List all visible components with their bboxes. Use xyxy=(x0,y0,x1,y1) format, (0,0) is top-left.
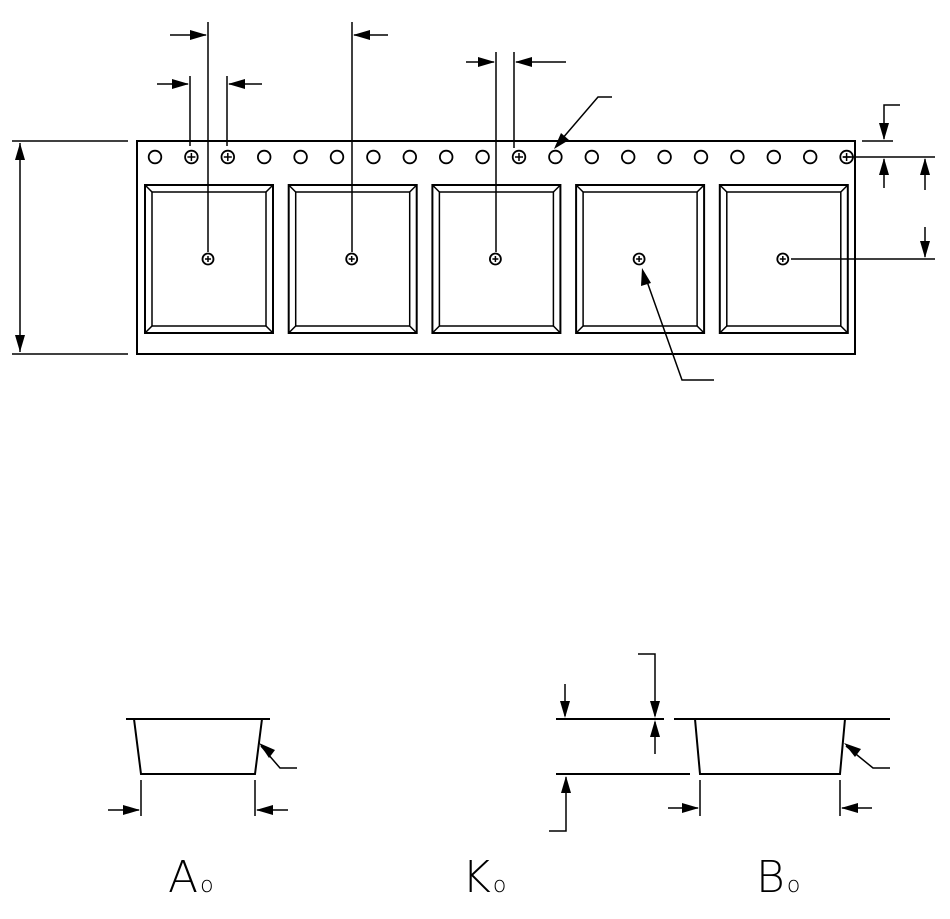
tape-width-dimension xyxy=(12,140,128,355)
sprocket-hole xyxy=(147,149,163,165)
sprocket-hole xyxy=(584,149,600,165)
sprocket-hole-leader xyxy=(554,96,612,149)
sprocket-hole xyxy=(184,149,199,165)
sprocket-hole xyxy=(766,149,782,165)
label-a0-main: A xyxy=(168,852,199,903)
label-k0-main: K xyxy=(462,852,491,903)
sprocket-hole xyxy=(657,149,672,165)
sprocket-hole xyxy=(475,149,490,165)
sprocket-hole xyxy=(402,149,418,165)
label-b0-sub: o xyxy=(786,873,801,898)
label-k0: Ko xyxy=(462,856,506,900)
sprocket-hole xyxy=(329,149,345,165)
right-side-dimensions xyxy=(791,104,935,260)
sprocket-hole xyxy=(439,149,454,165)
pocket xyxy=(144,184,274,334)
sprocket-hole xyxy=(548,149,563,165)
pocket xyxy=(575,184,706,334)
sprocket-hole xyxy=(366,149,381,165)
sprocket-hole xyxy=(220,149,236,165)
label-a0-sub: o xyxy=(200,873,214,898)
sprocket-hole xyxy=(693,149,709,165)
sprocket-hole xyxy=(621,149,636,165)
label-k0-sub: o xyxy=(492,873,507,898)
pitch-dimensions xyxy=(157,22,566,252)
label-b0: Bo xyxy=(756,856,800,900)
sprocket-hole xyxy=(511,149,527,165)
sprocket-hole xyxy=(730,149,745,165)
pocket-hole-leader xyxy=(641,268,714,381)
sprocket-holes xyxy=(147,149,854,165)
sprocket-hole xyxy=(257,149,272,165)
sprocket-hole xyxy=(803,149,818,165)
label-b0-main: B xyxy=(756,852,785,903)
section-b0 xyxy=(549,653,890,832)
section-a0 xyxy=(108,718,297,816)
label-a0: Ao xyxy=(168,856,214,900)
sprocket-hole xyxy=(293,149,308,165)
